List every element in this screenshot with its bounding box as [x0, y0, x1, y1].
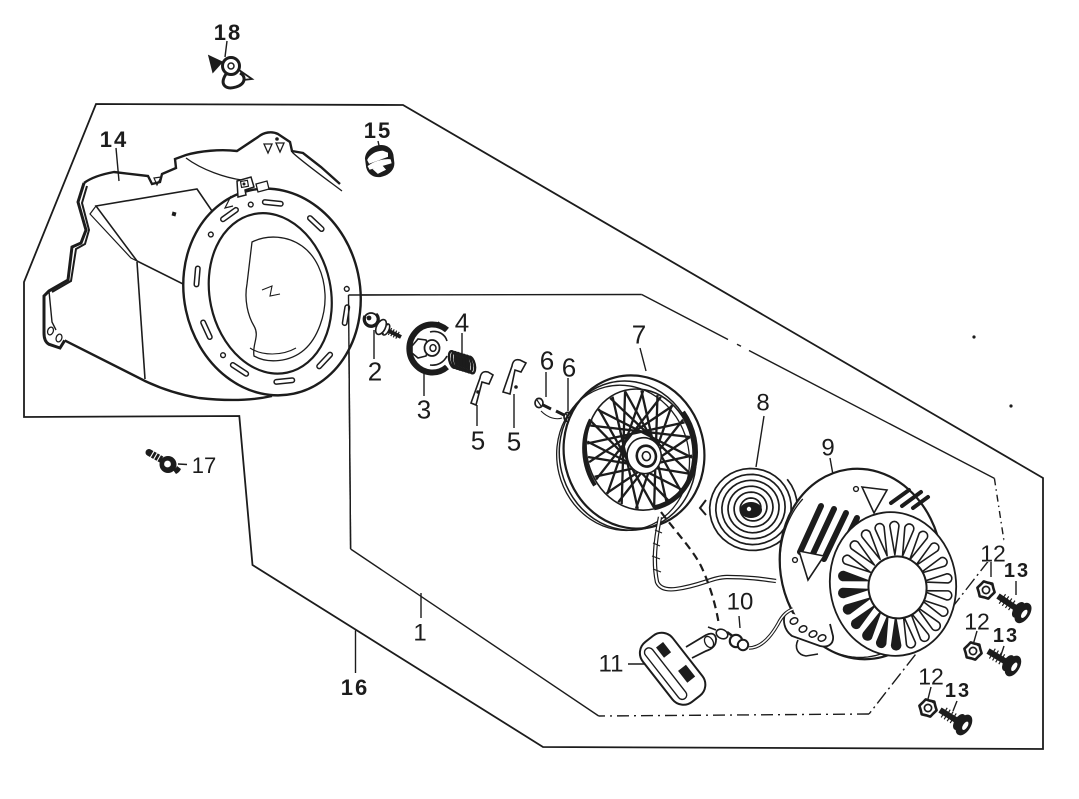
svg-text:7: 7 — [632, 319, 646, 349]
svg-text:16: 16 — [341, 675, 369, 700]
svg-text:6: 6 — [562, 352, 576, 382]
svg-text:3: 3 — [417, 394, 431, 424]
svg-text:8: 8 — [756, 390, 769, 417]
svg-text:18: 18 — [214, 20, 242, 45]
svg-text:13: 13 — [945, 680, 971, 702]
svg-text:12: 12 — [918, 663, 944, 689]
svg-text:1: 1 — [413, 620, 426, 647]
svg-text:10: 10 — [727, 589, 754, 616]
svg-text:14: 14 — [100, 127, 128, 152]
svg-text:12: 12 — [964, 608, 990, 634]
svg-text:15: 15 — [364, 118, 392, 143]
svg-text:13: 13 — [993, 625, 1019, 647]
svg-text:13: 13 — [1004, 560, 1030, 582]
svg-text:5: 5 — [471, 425, 485, 455]
svg-text:5: 5 — [507, 426, 521, 456]
svg-text:9: 9 — [821, 435, 834, 462]
svg-text:11: 11 — [599, 651, 624, 678]
svg-text:2: 2 — [368, 356, 382, 386]
svg-text:6: 6 — [540, 345, 554, 375]
svg-text:17: 17 — [192, 453, 216, 478]
svg-text:4: 4 — [455, 307, 469, 337]
svg-text:12: 12 — [980, 540, 1006, 566]
